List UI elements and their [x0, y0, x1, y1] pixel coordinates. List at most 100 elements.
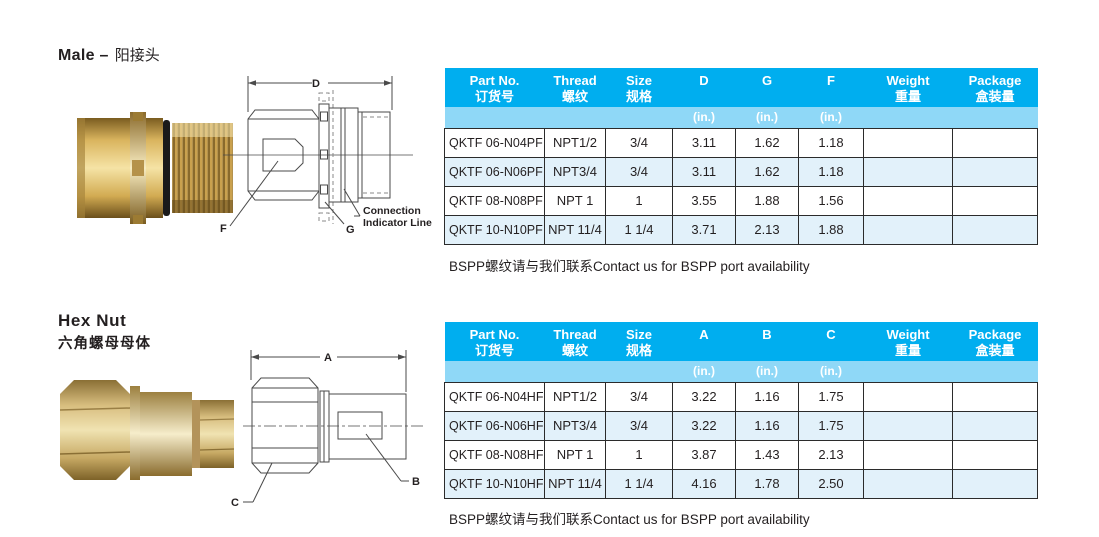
- package-cell: [952, 468, 1038, 499]
- dim-cell: 3.71: [672, 214, 736, 245]
- dim-cell: 1.75: [798, 381, 864, 412]
- size-cell: 3/4: [605, 156, 673, 187]
- part-no-cell: QKTF 06-N06HF: [444, 410, 545, 441]
- dim-cell: 1.16: [735, 410, 799, 441]
- dim-cell: 1.43: [735, 439, 799, 470]
- dim-cell: 1.88: [798, 214, 864, 245]
- part-no-cell: QKTF 06-N04HF: [444, 381, 545, 412]
- thread-cell: NPT3/4: [544, 156, 606, 187]
- part-no-cell: QKTF 10-N10HF: [444, 468, 545, 499]
- male-coupling-photo: [77, 112, 233, 224]
- body-cylinder: [140, 392, 192, 476]
- package-cell: [952, 410, 1038, 441]
- units-cell: [544, 361, 606, 383]
- male-technical-drawing: D F: [220, 76, 413, 236]
- weight-cell: [863, 381, 953, 412]
- table-row: QKTF 10-N10PF NPT 11/4 1 1/4 3.71 2.13 1…: [444, 214, 1038, 245]
- drawing-label-a: A: [324, 352, 332, 364]
- size-cell: 1: [605, 439, 673, 470]
- dim-cell: 1.62: [735, 127, 799, 158]
- dim-cell: 1.88: [735, 185, 799, 216]
- part-no-cell: QKTF 10-N10PF: [444, 214, 545, 245]
- weight-cell: [863, 214, 953, 245]
- male-title-zh: 阳接头: [114, 46, 160, 64]
- leader-b: B: [365, 433, 420, 488]
- units-cell: [952, 107, 1038, 129]
- dim-cell: 2.13: [735, 214, 799, 245]
- package-cell: [952, 439, 1038, 470]
- table-row: QKTF 06-N04PF NPT1/2 3/4 3.11 1.62 1.18: [444, 127, 1038, 158]
- weight-cell: [863, 468, 953, 499]
- units-cell: (in.): [672, 107, 736, 129]
- size-cell: 1 1/4: [605, 214, 673, 245]
- size-cell: 3/4: [605, 410, 673, 441]
- dimension-d: D: [247, 76, 393, 112]
- male-table-units-row: (in.) (in.) (in.): [444, 107, 1038, 129]
- weight-cell: [863, 410, 953, 441]
- weight-cell: [863, 185, 953, 216]
- dim-cell: 1.62: [735, 156, 799, 187]
- large-hex-nut: [60, 380, 130, 480]
- dim-cell: 1.56: [798, 185, 864, 216]
- package-cell: [952, 127, 1038, 158]
- dim-cell: 3.87: [672, 439, 736, 470]
- hex-table-units-row: (in.) (in.) (in.): [444, 361, 1038, 383]
- units-cell: [952, 361, 1038, 383]
- package-cell: [952, 156, 1038, 187]
- part-no-cell: QKTF 06-N04PF: [444, 127, 545, 158]
- connection-indicator-callout: Connection Indicator Line: [363, 205, 432, 229]
- part-no-cell: QKTF 08-N08HF: [444, 439, 545, 470]
- table-row: QKTF 06-N06HF NPT3/4 3/4 3.22 1.16 1.75: [444, 410, 1038, 441]
- units-cell: (in.): [735, 107, 799, 129]
- dim-cell: 1.18: [798, 127, 864, 158]
- units-cell: [605, 361, 673, 383]
- units-cell: (in.): [798, 107, 864, 129]
- col-header-part-no: Part No.订货号: [444, 68, 545, 107]
- units-cell: [544, 107, 606, 129]
- drawing-label-f: F: [220, 223, 227, 235]
- size-cell: 3/4: [605, 127, 673, 158]
- table-row: QKTF 08-N08PF NPT 1 1 3.55 1.88 1.56: [444, 185, 1038, 216]
- leader-c: C: [231, 462, 273, 509]
- dim-cell: 1.75: [798, 410, 864, 441]
- units-cell: [863, 107, 953, 129]
- leader-f: F: [220, 160, 279, 235]
- size-cell: 1 1/4: [605, 468, 673, 499]
- dim-cell: 3.22: [672, 410, 736, 441]
- male-part-outline: [247, 90, 391, 224]
- weight-cell: [863, 156, 953, 187]
- hex-nut-technical-drawing: A C B: [231, 350, 425, 509]
- hex-nut-photo: [59, 380, 235, 480]
- drawing-label-g: G: [346, 224, 355, 236]
- male-bspp-note: BSPP螺纹请与我们联系Contact us for BSPP port ava…: [449, 259, 810, 274]
- col-header-d: D: [672, 68, 736, 107]
- hex-photo-body: [59, 380, 235, 480]
- col-header-b: B: [735, 322, 799, 361]
- o-ring: [163, 120, 170, 216]
- col-header-a: A: [672, 322, 736, 361]
- drawing-label-b: B: [412, 476, 420, 488]
- dim-cell: 1.16: [735, 381, 799, 412]
- weight-cell: [863, 127, 953, 158]
- col-header-part-no: Part No.订货号: [444, 322, 545, 361]
- units-cell: [444, 361, 545, 383]
- dim-cell: 3.22: [672, 381, 736, 412]
- thread-cell: NPT1/2: [544, 127, 606, 158]
- table-row: QKTF 08-N08HF NPT 1 1 3.87 1.43 2.13: [444, 439, 1038, 470]
- leader-callout: [343, 188, 361, 217]
- thread-cell: NPT1/2: [544, 381, 606, 412]
- table-row: QKTF 10-N10HF NPT 11/4 1 1/4 4.16 1.78 2…: [444, 468, 1038, 499]
- thread-cell: NPT 11/4: [544, 468, 606, 499]
